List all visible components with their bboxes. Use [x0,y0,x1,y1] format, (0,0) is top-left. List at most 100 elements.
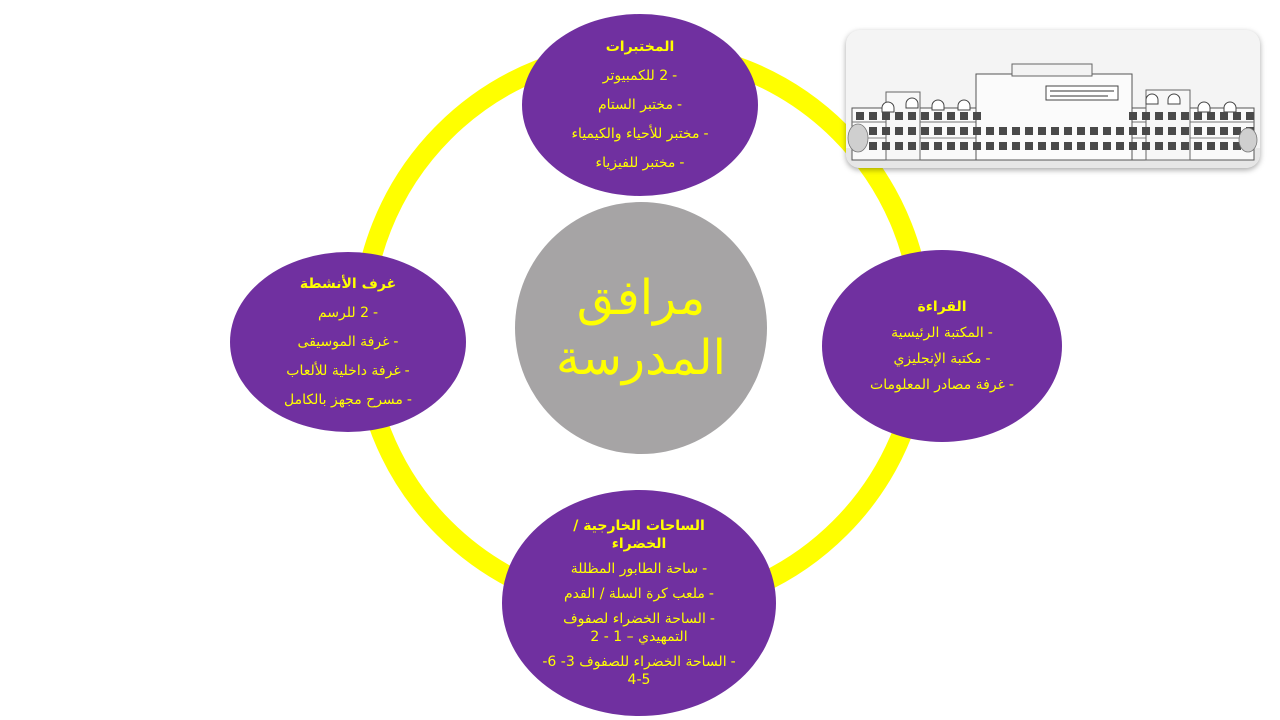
reading-title: القراءة [917,299,967,315]
building-window [1077,142,1085,150]
center-title: مرافق المدرسة [555,270,727,386]
building-window [1142,142,1150,150]
building-window [1207,142,1215,150]
building-window [1129,112,1137,120]
labs-item: -2 للكمبيوتر [602,68,678,84]
building-window [1246,112,1254,120]
building-window [1012,142,1020,150]
labs-item: -مختبر للفيزياء [595,155,685,171]
building-window [947,142,955,150]
building-window [882,142,890,150]
building-window [986,142,994,150]
building-arch [1167,93,1181,105]
building-window [986,127,994,135]
building-window [895,142,903,150]
outdoor-list: -ساحة الطابور المظللة -ملعب كرة السلة / … [539,553,739,689]
building-window [895,127,903,135]
building-window [1194,112,1202,120]
building-window [1012,127,1020,135]
outdoor-item: -الساحة الخضراء للصفوف 3- 6-5-4 [542,654,736,688]
building-window [947,112,955,120]
building-arch [957,99,971,111]
labs-title: المختبرات [605,39,675,55]
building-window [1116,127,1124,135]
building-window [973,112,981,120]
outdoor-item: -ساحة الطابور المظللة [570,561,708,577]
building-window [1207,127,1215,135]
labs-node: المختبرات -2 للكمبيوتر -مختبر الستام -مخ… [522,14,758,196]
activities-item: -2 للرسم [317,305,379,321]
building-window [1207,112,1215,120]
center-circle: مرافق المدرسة [515,202,767,454]
building-window [1155,127,1163,135]
building-window [1168,112,1176,120]
building-window [1129,142,1137,150]
building-window [1220,112,1228,120]
outdoor-node: الساحات الخارجية / الخضراء -ساحة الطابور… [502,490,776,716]
building-window [1168,127,1176,135]
building-window [869,112,877,120]
building-window [882,127,890,135]
labs-item: -مختبر للأحياء والكيمياء [571,126,709,142]
building-arch [931,99,945,111]
building-window [882,112,890,120]
building-window [1233,142,1241,150]
labs-item: -مختبر الستام [597,97,683,113]
outdoor-item: -الساحة الخضراء لصفوف التمهيدي – 1 - 2 [563,611,715,645]
outdoor-item: -ملعب كرة السلة / القدم [564,586,714,602]
building-window [1129,127,1137,135]
activities-node: غرف الأنشطة -2 للرسم -غرفة الموسيقى -غرف… [230,252,466,432]
building-window [921,112,929,120]
building-window [973,142,981,150]
building-window [960,142,968,150]
building-arch [1197,101,1211,113]
building-arch [1145,93,1159,105]
activities-item: -غرفة الموسيقى [297,334,399,350]
building-window [1025,142,1033,150]
building-window [1090,142,1098,150]
building-window [908,142,916,150]
reading-list: -المكتبة الرئيسية -مكتبة الإنجليزي -غرفة… [867,316,1017,394]
building-window [1116,142,1124,150]
building-window [908,127,916,135]
building-window [1025,127,1033,135]
building-window [895,112,903,120]
building-window [869,142,877,150]
building-window [1155,112,1163,120]
building-window [869,127,877,135]
building-window [1038,127,1046,135]
building-window [999,142,1007,150]
building-window [1103,127,1111,135]
building-arch [881,101,895,113]
activities-title: غرف الأنشطة [299,276,397,292]
building-window [1090,127,1098,135]
building-window [934,127,942,135]
building-window [1142,112,1150,120]
school-building-image [846,30,1260,168]
building-window [1220,127,1228,135]
building-window [1064,127,1072,135]
building-window [1194,127,1202,135]
building-window [960,127,968,135]
school-building-illustration [846,63,1260,168]
building-window [1233,127,1241,135]
building-window [999,127,1007,135]
reading-node: القراءة -المكتبة الرئيسية -مكتبة الإنجلي… [822,250,1062,442]
outdoor-title: الساحات الخارجية / الخضراء [573,518,705,552]
activities-list: -2 للرسم -غرفة الموسيقى -غرفة داخلية للأ… [284,293,412,409]
building-window [921,142,929,150]
building-window [1181,127,1189,135]
building-arch [905,97,919,109]
building-window [1168,142,1176,150]
building-window [1194,142,1202,150]
reading-item: -المكتبة الرئيسية [891,325,993,341]
building-window [1038,142,1046,150]
building-window [1181,112,1189,120]
reading-item: -مكتبة الإنجليزي [893,351,991,367]
labs-list: -2 للكمبيوتر -مختبر الستام -مختبر للأحيا… [571,56,708,172]
building-window [856,112,864,120]
building-window [1233,112,1241,120]
building-window [908,112,916,120]
building-window [947,127,955,135]
building-window [1220,142,1228,150]
